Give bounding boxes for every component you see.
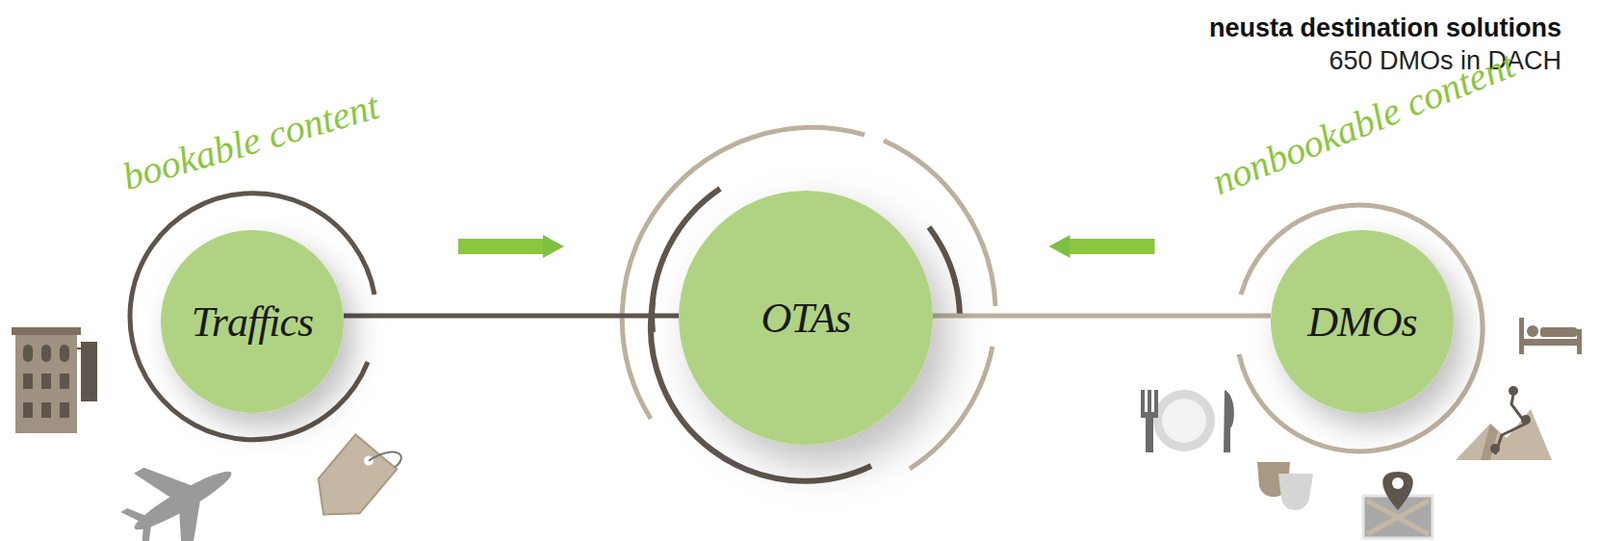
dining-icon	[1140, 389, 1235, 453]
ring	[1238, 205, 1483, 452]
connector-line	[343, 313, 679, 319]
label-text: bookable content	[117, 82, 385, 200]
node-text: DMOs	[1307, 297, 1417, 347]
theatre-masks-icon	[1257, 462, 1314, 511]
plane-icon	[106, 431, 256, 541]
hotel-icon	[11, 327, 98, 434]
arrow-shaft	[458, 238, 545, 255]
ring	[129, 193, 375, 440]
ring	[929, 227, 960, 318]
circle-node: Traffics	[160, 230, 344, 413]
arrow-head	[1049, 234, 1071, 259]
bed-icon	[1519, 317, 1582, 355]
mountain-route-icon	[1455, 386, 1552, 461]
connector-line	[932, 313, 1271, 319]
connector	[343, 234, 679, 316]
title: neusta destination solutions	[1209, 13, 1562, 44]
arrow-head	[542, 234, 565, 259]
connector	[932, 234, 1271, 316]
arrow-shaft	[1068, 238, 1156, 255]
node-text: Traffics	[191, 297, 314, 347]
circle-node: DMOs	[1270, 230, 1454, 413]
price-tag-icon	[303, 424, 406, 533]
circle-node: OTAs	[678, 190, 933, 445]
node-text: OTAs	[761, 293, 852, 343]
map-icon	[1363, 471, 1433, 539]
